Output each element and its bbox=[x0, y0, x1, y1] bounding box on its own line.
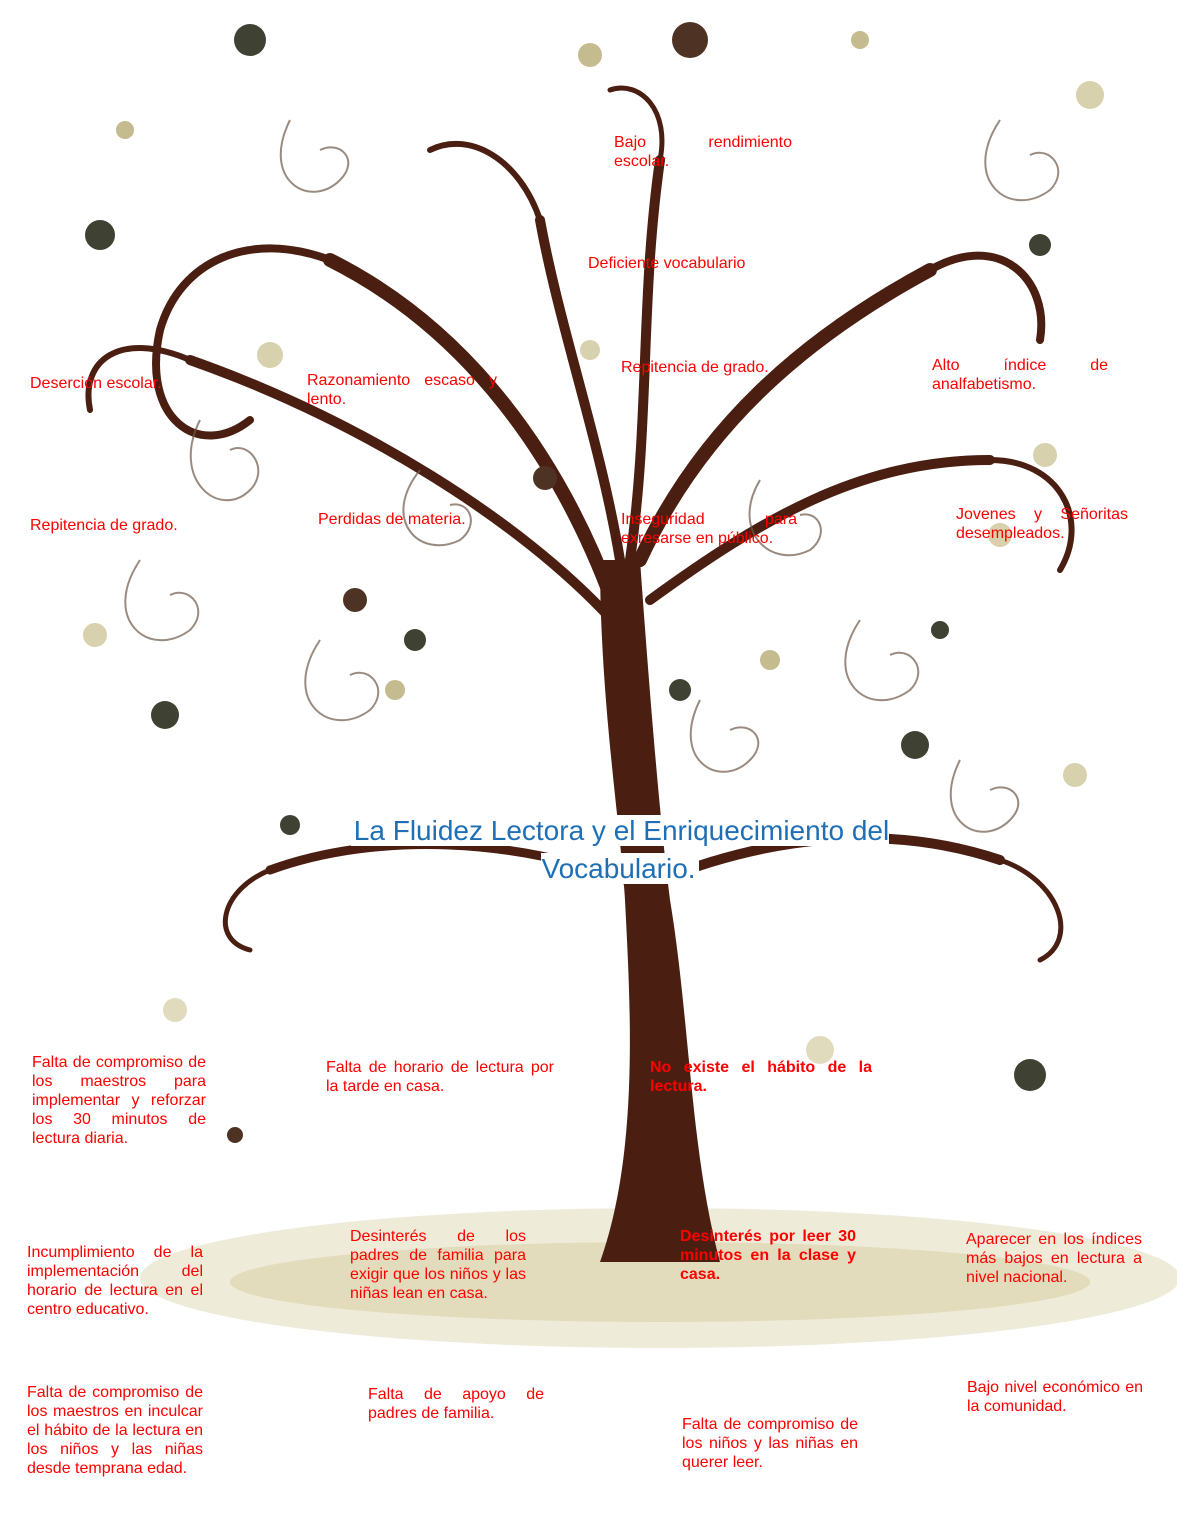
effect-label: Razonamiento escaso y lento. bbox=[307, 372, 497, 408]
effect-label: Jovenes y Señoritas desempleados. bbox=[956, 506, 1128, 542]
tree-trunk bbox=[600, 560, 720, 1262]
cause-label: Falta de horario de lectura por la tarde… bbox=[326, 1059, 554, 1095]
effect-label: Deficiente vocabulario bbox=[588, 255, 746, 272]
effect-label: Alto índice de analfabetismo. bbox=[932, 357, 1108, 393]
cause-label: No existe el hábito de la lectura. bbox=[650, 1059, 872, 1095]
decorative-swirls bbox=[124, 119, 1060, 833]
cause-label: Desinterés por leer 30 minutos en la cla… bbox=[680, 1228, 856, 1283]
cause-label: Desinterés de los padres de familia para… bbox=[350, 1228, 526, 1302]
ground-leaves bbox=[140, 1208, 1177, 1348]
cause-label: Falta de compromiso de los maestros en i… bbox=[27, 1384, 203, 1477]
leaves bbox=[83, 22, 1104, 1143]
cause-label: Bajo nivel económico en la comunidad. bbox=[967, 1379, 1143, 1415]
tree-branches bbox=[85, 85, 1075, 963]
effect-label: Bajo rendimiento escolar. bbox=[614, 134, 792, 170]
effect-label: Repitencia de grado. bbox=[621, 359, 769, 376]
effect-label: Perdidas de materia. bbox=[318, 511, 466, 528]
cause-label: Falta de compromiso de los maestros para… bbox=[32, 1054, 206, 1147]
cause-label: Falta de apoyo de padres de familia. bbox=[368, 1386, 544, 1422]
effect-label: Deserción escolar. bbox=[30, 375, 162, 392]
cause-label: Falta de compromiso de los niños y las n… bbox=[682, 1416, 858, 1471]
effect-label: Repitencia de grado. bbox=[30, 517, 178, 534]
cause-label: Aparecer en los índices más bajos en lec… bbox=[966, 1231, 1142, 1286]
central-problem-title: La Fluidez Lectora y el Enriquecimiento … bbox=[300, 812, 940, 888]
cause-label: Incumplimiento de la implementación del … bbox=[27, 1244, 203, 1318]
effect-label: Inseguridad para exresarse en público. bbox=[621, 511, 797, 547]
